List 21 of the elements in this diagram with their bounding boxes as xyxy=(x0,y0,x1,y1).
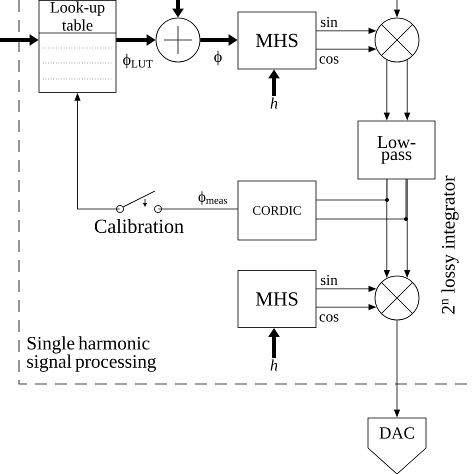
input-label: h xyxy=(270,97,278,109)
edge-label: cos xyxy=(318,55,340,65)
lookup-table-box: Look-up table xyxy=(38,0,117,93)
process-box: CORDIC xyxy=(238,180,316,240)
edge-label: sin xyxy=(319,16,339,28)
process-box: MHS xyxy=(238,270,316,328)
block-label: 2$^{n}$ lossy integrator xyxy=(441,176,459,314)
switch-symbol xyxy=(116,190,162,213)
edge-label: ϕ$_{LUT}$ xyxy=(122,52,154,70)
switch-label: Calibration xyxy=(94,218,184,234)
edge-label: ϕ$_{meas}$ xyxy=(197,190,229,206)
edge-label: ϕ xyxy=(212,50,224,66)
process-box: MHS xyxy=(238,12,316,70)
process-box: Low-pass xyxy=(358,120,436,180)
summing-junction xyxy=(156,18,200,62)
edge-label: sin xyxy=(319,274,339,286)
multiplier-circle xyxy=(374,276,420,320)
region-label: Single harmonic signal processing xyxy=(27,336,156,372)
input-label: h xyxy=(270,359,278,371)
edge-label: cos xyxy=(318,313,340,323)
multiplier-circle xyxy=(374,18,420,62)
